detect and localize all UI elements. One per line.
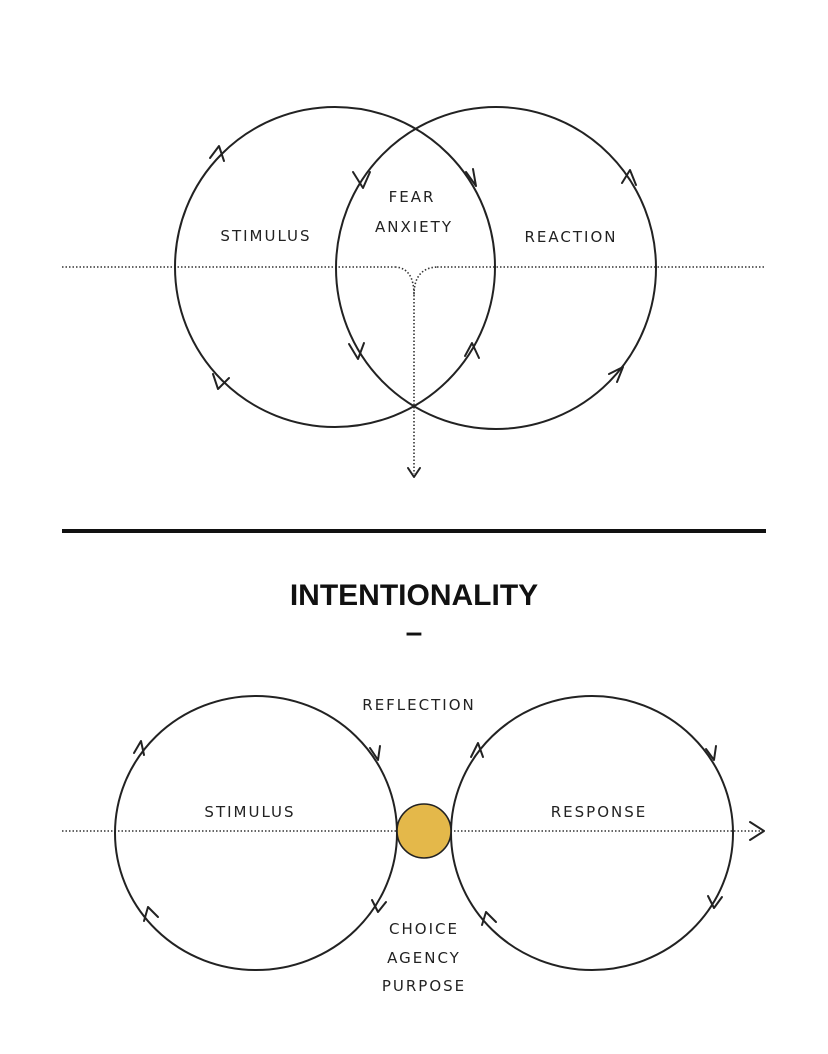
section-title: INTENTIONALITY (290, 579, 538, 612)
reactive-diagram: STIMULUS FEAR ANXIETY REACTION (62, 106, 766, 478)
loop-arrow-icon (143, 906, 159, 922)
loop-arrow-icon (212, 373, 230, 390)
loop-arrow-icon (369, 745, 381, 761)
stimulus-circle (174, 106, 496, 428)
loop-arrow-icon (707, 895, 723, 909)
anxiety-label: ANXIETY (375, 218, 453, 236)
stimulus-label: STIMULUS (204, 803, 295, 821)
loop-arrow-icon (470, 742, 484, 758)
stimulus-circle (114, 695, 398, 971)
loop-arrow-icon (608, 366, 624, 383)
loop-arrow-icon (348, 342, 365, 360)
intentional-diagram: REFLECTION STIMULUS RESPONSE CHOICE AGEN… (62, 695, 765, 995)
arrow-down-icon (407, 467, 421, 478)
loop-arrow-icon (465, 168, 477, 187)
response-label: RESPONSE (551, 803, 648, 821)
purpose-label: PURPOSE (382, 977, 466, 995)
loop-arrow-icon (209, 145, 225, 162)
arrow-right-icon (749, 821, 765, 841)
reaction-circle (335, 106, 657, 430)
loop-arrow-icon (705, 745, 717, 761)
section-divider (62, 529, 766, 533)
loop-arrow-icon (481, 911, 497, 926)
timeline-merge (394, 266, 438, 296)
fear-label: FEAR (389, 188, 436, 206)
choice-label: CHOICE (389, 920, 459, 938)
reaction-label: REACTION (525, 228, 618, 246)
loop-arrow-icon (352, 171, 371, 189)
response-circle (450, 695, 734, 971)
stimulus-label: STIMULUS (220, 227, 311, 245)
loop-arrow-icon (371, 899, 387, 913)
loop-arrow-icon (621, 169, 637, 186)
choice-point (396, 803, 452, 859)
title-dash: – (406, 616, 423, 649)
reflection-label: REFLECTION (362, 696, 475, 714)
loop-arrow-icon (133, 740, 145, 756)
agency-label: AGENCY (387, 949, 461, 967)
loop-arrow-icon (464, 342, 480, 359)
